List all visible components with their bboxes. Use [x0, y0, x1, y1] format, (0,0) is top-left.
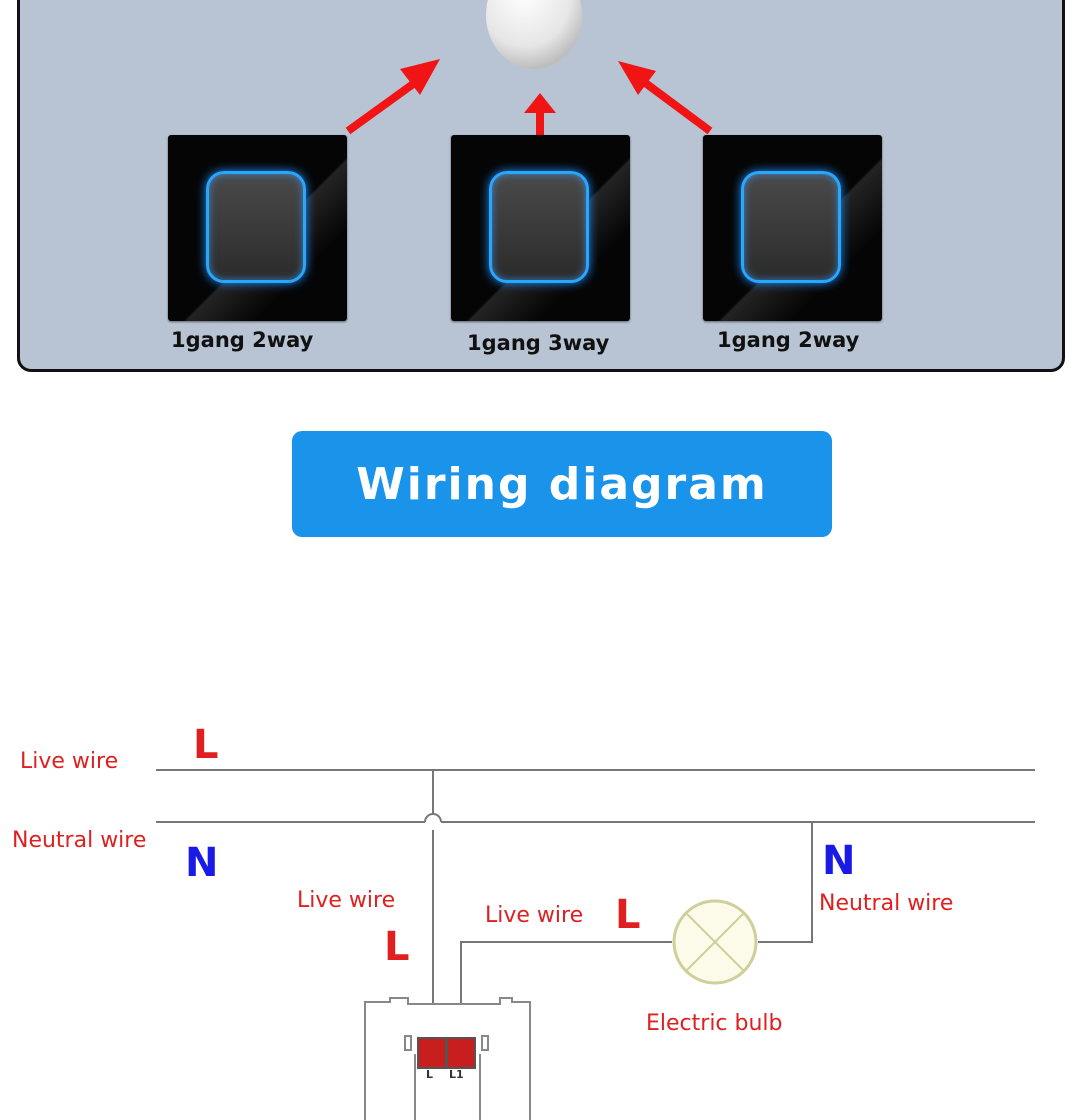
electric-bulb-label: Electric bulb — [646, 1011, 783, 1036]
switch-label-1: 1gang 2way — [171, 328, 314, 352]
switch-key — [206, 171, 306, 283]
top-panel: 1gang 2way 1gang 3way 1gang 2way — [17, 0, 1065, 372]
switch-panel-3 — [703, 135, 882, 321]
neutral-wire-label: Neutral wire — [12, 828, 146, 853]
switch-module-icon — [364, 997, 531, 1120]
electric-bulb-icon — [672, 899, 758, 985]
live-wire-label: Live wire — [20, 749, 118, 774]
bulb-L-label: L — [615, 892, 641, 938]
switch-key — [489, 171, 589, 283]
bulb-neutral-line — [758, 822, 813, 943]
light-bulb-icon — [486, 0, 582, 69]
bulb-live-label: Live wire — [485, 903, 583, 928]
switch-label-2: 1gang 3way — [467, 331, 610, 355]
wire-crossover — [424, 813, 442, 823]
live-L-label: L — [193, 722, 219, 768]
neutral-N-label: N — [185, 840, 218, 886]
wiring-diagram: L L1 Live wire L Neutral wire N Live wir… — [12, 722, 1035, 1120]
switch-label-3: 1gang 2way — [717, 328, 860, 352]
switch-live-label: Live wire — [297, 888, 395, 913]
right-neutral-label: Neutral wire — [819, 891, 953, 916]
arrow-icon — [345, 59, 713, 135]
terminal-label-L1: L1 — [449, 1068, 464, 1081]
switch-key — [741, 171, 841, 283]
switch-panel-2 — [451, 135, 630, 321]
right-N-label: N — [822, 838, 855, 884]
terminal-label-L: L — [426, 1068, 433, 1081]
page-title: Wiring diagram — [292, 431, 832, 537]
switch-panel-1 — [168, 135, 347, 321]
switch-L-label: L — [384, 924, 410, 970]
